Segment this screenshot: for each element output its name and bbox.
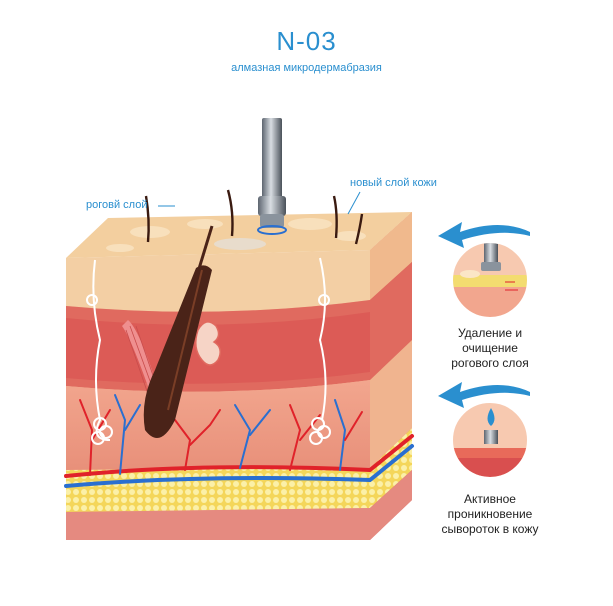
step-2-caption: Активное проникновение сывороток в кожу: [430, 492, 550, 537]
nerve-fibers: [86, 257, 331, 445]
page-title: N-03: [276, 26, 337, 56]
microdermabrasion-handpiece: [257, 118, 287, 235]
step-2-caption-line: сывороток в кожу: [441, 522, 539, 536]
sebaceous-gland: [195, 321, 221, 366]
step-1-caption: Удаление и очищение рогового слоя: [430, 326, 550, 371]
step-1-caption-line: рогового слоя: [451, 356, 529, 370]
step-1-caption-line: Удаление и: [457, 326, 523, 340]
label-stratum-corneum: роговй слой: [86, 199, 148, 211]
step-2-caption-line: проникновение: [447, 507, 533, 521]
step-2-illustration: [451, 401, 529, 479]
blood-vessels: [64, 394, 414, 488]
step-arrows: [438, 222, 530, 408]
skin-block-top: [66, 212, 412, 258]
label-new-skin-layer: новый слой кожи: [350, 177, 437, 189]
step-1-caption-line: очищение: [462, 341, 518, 355]
surface-hairs: [144, 189, 364, 245]
skin-block-front: [66, 250, 370, 540]
step-1-illustration: [451, 241, 529, 319]
step-2-caption-line: Активное: [464, 492, 516, 506]
skin-block-side: [370, 212, 412, 540]
page-subtitle: алмазная микродермабразия: [231, 62, 382, 74]
hair-follicle: [143, 225, 214, 438]
